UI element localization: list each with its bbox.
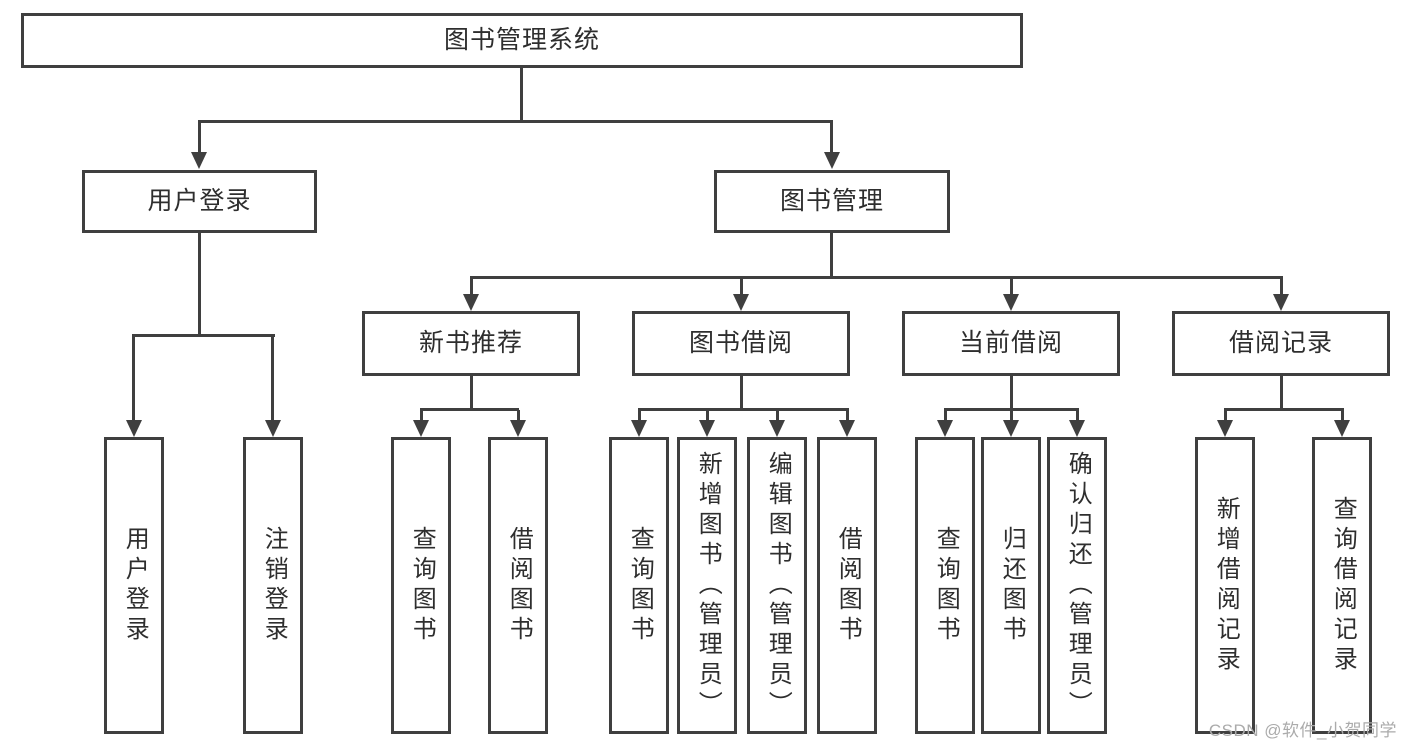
node-root: 图书管理系统 bbox=[21, 13, 1023, 68]
leaf-borrow-books-recommend: 借阅图书 bbox=[488, 437, 548, 734]
arrow-down-icon bbox=[1069, 420, 1085, 437]
connector-to-book-borrow bbox=[740, 278, 743, 296]
arrow-down-icon bbox=[463, 294, 479, 311]
leaf-query-borrow-record: 查询借阅记录 bbox=[1312, 437, 1372, 734]
arrow-down-icon bbox=[1217, 420, 1233, 437]
connector-group2-child4 bbox=[846, 410, 849, 422]
arrow-down-icon bbox=[769, 420, 785, 437]
leaf-query-books-current: 查询图书 bbox=[915, 437, 975, 734]
connector-group1-child1 bbox=[420, 410, 423, 422]
connector-group3-child3 bbox=[1076, 410, 1079, 422]
connector-group1-child2 bbox=[517, 410, 520, 422]
connector-root-stem bbox=[520, 68, 523, 122]
node-book-management-label: 图书管理 bbox=[779, 187, 884, 215]
leaf-return-books: 归还图书 bbox=[981, 437, 1041, 734]
connector-group2-child2 bbox=[706, 410, 709, 422]
connector-userlogin-hbar bbox=[132, 334, 275, 337]
leaf-label: 查询图书 bbox=[932, 525, 960, 646]
leaf-user-login-label: 用户登录 bbox=[121, 525, 149, 646]
connector-bookmgmt-stem bbox=[830, 233, 833, 279]
leaf-confirm-return-admin: 确认归还（管理员） bbox=[1047, 437, 1107, 734]
connector-group2-stem bbox=[740, 376, 743, 410]
leaf-query-books-recommend: 查询图书 bbox=[391, 437, 451, 734]
node-book-management: 图书管理 bbox=[714, 170, 950, 233]
connector-group3-stem bbox=[1010, 376, 1013, 410]
node-borrow-records-label: 借阅记录 bbox=[1228, 329, 1333, 357]
connector-to-user-login bbox=[198, 122, 201, 154]
leaf-query-books-borrow: 查询图书 bbox=[609, 437, 669, 734]
connector-group1-hbar bbox=[420, 408, 519, 411]
node-current-borrow: 当前借阅 bbox=[902, 311, 1120, 376]
leaf-label: 新增图书（管理员） bbox=[694, 450, 722, 721]
node-user-login-label: 用户登录 bbox=[147, 187, 252, 215]
connector-group4-hbar bbox=[1224, 408, 1344, 411]
connector-root-hbar bbox=[198, 120, 833, 123]
leaf-label: 借阅图书 bbox=[505, 525, 533, 646]
node-book-borrow-label: 图书借阅 bbox=[688, 329, 793, 357]
connector-group4-stem bbox=[1280, 376, 1283, 410]
arrow-down-icon bbox=[1003, 294, 1019, 311]
node-new-book-recommend-label: 新书推荐 bbox=[418, 329, 523, 357]
leaf-logout-label: 注销登录 bbox=[260, 525, 288, 646]
arrow-down-icon bbox=[510, 420, 526, 437]
leaf-borrow-books: 借阅图书 bbox=[817, 437, 877, 734]
leaf-label: 编辑图书（管理员） bbox=[764, 450, 792, 721]
connector-to-leaf-logout bbox=[271, 336, 274, 422]
arrow-down-icon bbox=[824, 152, 840, 169]
arrow-down-icon bbox=[1003, 420, 1019, 437]
leaf-label: 新增借阅记录 bbox=[1212, 495, 1240, 676]
leaf-label: 确认归还（管理员） bbox=[1064, 450, 1092, 721]
leaf-add-books-admin: 新增图书（管理员） bbox=[677, 437, 737, 734]
node-current-borrow-label: 当前借阅 bbox=[958, 329, 1063, 357]
connector-group3-hbar bbox=[944, 408, 1079, 411]
arrow-down-icon bbox=[265, 420, 281, 437]
leaf-user-login: 用户登录 bbox=[104, 437, 164, 734]
arrow-down-icon bbox=[733, 294, 749, 311]
node-book-borrow: 图书借阅 bbox=[632, 311, 850, 376]
leaf-add-borrow-record: 新增借阅记录 bbox=[1195, 437, 1255, 734]
node-user-login: 用户登录 bbox=[82, 170, 317, 233]
connector-group4-child1 bbox=[1224, 410, 1227, 422]
leaf-label: 查询图书 bbox=[408, 525, 436, 646]
arrow-down-icon bbox=[699, 420, 715, 437]
csdn-watermark: CSDN @软件_小贺同学 bbox=[1208, 721, 1397, 740]
arrow-down-icon bbox=[126, 420, 142, 437]
node-new-book-recommend: 新书推荐 bbox=[362, 311, 580, 376]
node-root-label: 图书管理系统 bbox=[443, 26, 600, 54]
arrow-down-icon bbox=[1273, 294, 1289, 311]
leaf-logout: 注销登录 bbox=[243, 437, 303, 734]
arrow-down-icon bbox=[839, 420, 855, 437]
leaf-label: 查询图书 bbox=[626, 525, 654, 646]
connector-bookmgmt-hbar bbox=[470, 276, 1283, 279]
connector-group2-hbar bbox=[638, 408, 849, 411]
arrow-down-icon bbox=[413, 420, 429, 437]
connector-group4-child2 bbox=[1341, 410, 1344, 422]
arrow-down-icon bbox=[937, 420, 953, 437]
connector-group2-child1 bbox=[638, 410, 641, 422]
arrow-down-icon bbox=[631, 420, 647, 437]
arrow-down-icon bbox=[191, 152, 207, 169]
connector-group3-child1 bbox=[944, 410, 947, 422]
leaf-label: 查询借阅记录 bbox=[1329, 495, 1357, 676]
connector-to-book-mgmt bbox=[830, 122, 833, 154]
connector-group1-stem bbox=[470, 376, 473, 410]
leaf-edit-books-admin: 编辑图书（管理员） bbox=[747, 437, 807, 734]
connector-to-borrow-records bbox=[1280, 278, 1283, 296]
connector-userlogin-stem bbox=[198, 233, 201, 336]
connector-to-new-book bbox=[470, 278, 473, 296]
node-borrow-records: 借阅记录 bbox=[1172, 311, 1390, 376]
arrow-down-icon bbox=[1334, 420, 1350, 437]
leaf-label: 归还图书 bbox=[998, 525, 1026, 646]
leaf-label: 借阅图书 bbox=[834, 525, 862, 646]
connector-to-leaf-login bbox=[132, 336, 135, 422]
connector-group3-child2 bbox=[1010, 410, 1013, 422]
connector-to-current-borrow bbox=[1010, 278, 1013, 296]
connector-group2-child3 bbox=[776, 410, 779, 422]
